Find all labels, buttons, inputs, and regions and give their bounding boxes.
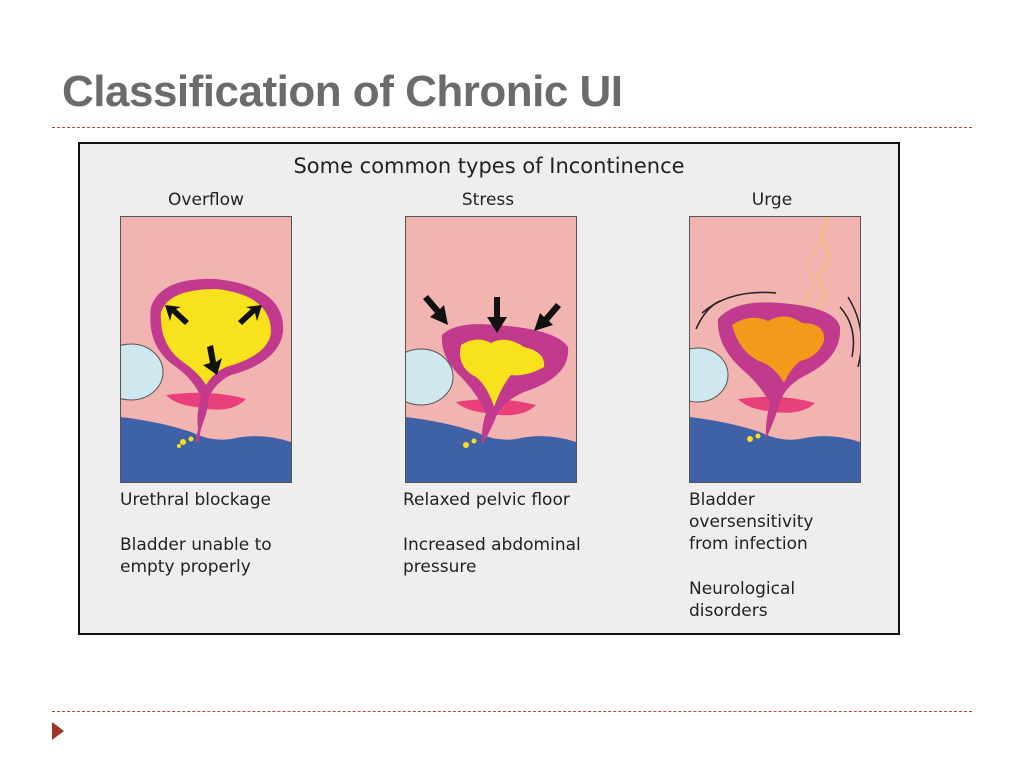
bladder-urine [460, 339, 545, 407]
pelvic-floor [690, 417, 860, 482]
footer-divider [52, 711, 972, 712]
overflow-bladder-illustration [121, 278, 291, 482]
bullet-triangle-icon [52, 722, 64, 740]
pelvic-floor [406, 417, 576, 482]
urethra [195, 384, 208, 443]
title-divider [52, 127, 972, 128]
caption-urge-2: oversensitivity [689, 512, 814, 532]
pubic-bone [690, 347, 729, 403]
panel-stress [405, 216, 577, 483]
stress-bladder-illustration [406, 295, 576, 482]
panel-urge [689, 216, 861, 483]
panel-overflow [120, 216, 292, 483]
nerve-signal [809, 217, 832, 318]
urine-drop [177, 444, 181, 448]
bladder-urge-fill [732, 316, 825, 383]
tremor-line [847, 296, 860, 368]
caption-overflow-2: Bladder unable to [120, 535, 272, 555]
column-title-stress: Stress [461, 190, 515, 210]
pubic-bone [406, 348, 454, 406]
urine-drop [180, 439, 186, 445]
urine-drop [747, 436, 753, 442]
caption-stress-3: pressure [403, 557, 477, 577]
urine-drop [188, 436, 194, 442]
nerve-signal [797, 236, 823, 313]
caption-urge-4: Neurological [689, 579, 796, 599]
incontinence-figure: Some common types of Incontinence Overfl… [78, 142, 900, 635]
urine-drop [471, 438, 477, 444]
caption-overflow-3: empty properly [120, 557, 251, 577]
arrow-icon [423, 295, 561, 333]
slide-title: Classification of Chronic UI [62, 67, 623, 116]
caption-overflow-1: Urethral blockage [120, 490, 271, 510]
caption-urge-5: disorders [689, 601, 768, 621]
arrow-icon [165, 305, 262, 375]
urine-drop [463, 442, 469, 448]
caption-stress-1: Relaxed pelvic floor [403, 490, 570, 510]
caption-urge-3: from infection [689, 534, 808, 554]
tremor-line [839, 306, 855, 358]
pelvic-floor [121, 417, 291, 482]
caption-urge-1: Bladder [689, 490, 755, 510]
urine-drop [755, 433, 761, 439]
bladder-urine [160, 289, 271, 385]
urge-bladder-illustration [690, 217, 860, 482]
column-title-overflow: Overflow [168, 190, 244, 210]
caption-stress-2: Increased abdominal [403, 535, 581, 555]
figure-heading: Some common types of Incontinence [293, 154, 685, 178]
column-title-urge: Urge [751, 190, 793, 210]
tremor-line [701, 291, 777, 314]
tremor-line [695, 300, 721, 330]
pubic-bone [121, 343, 164, 401]
